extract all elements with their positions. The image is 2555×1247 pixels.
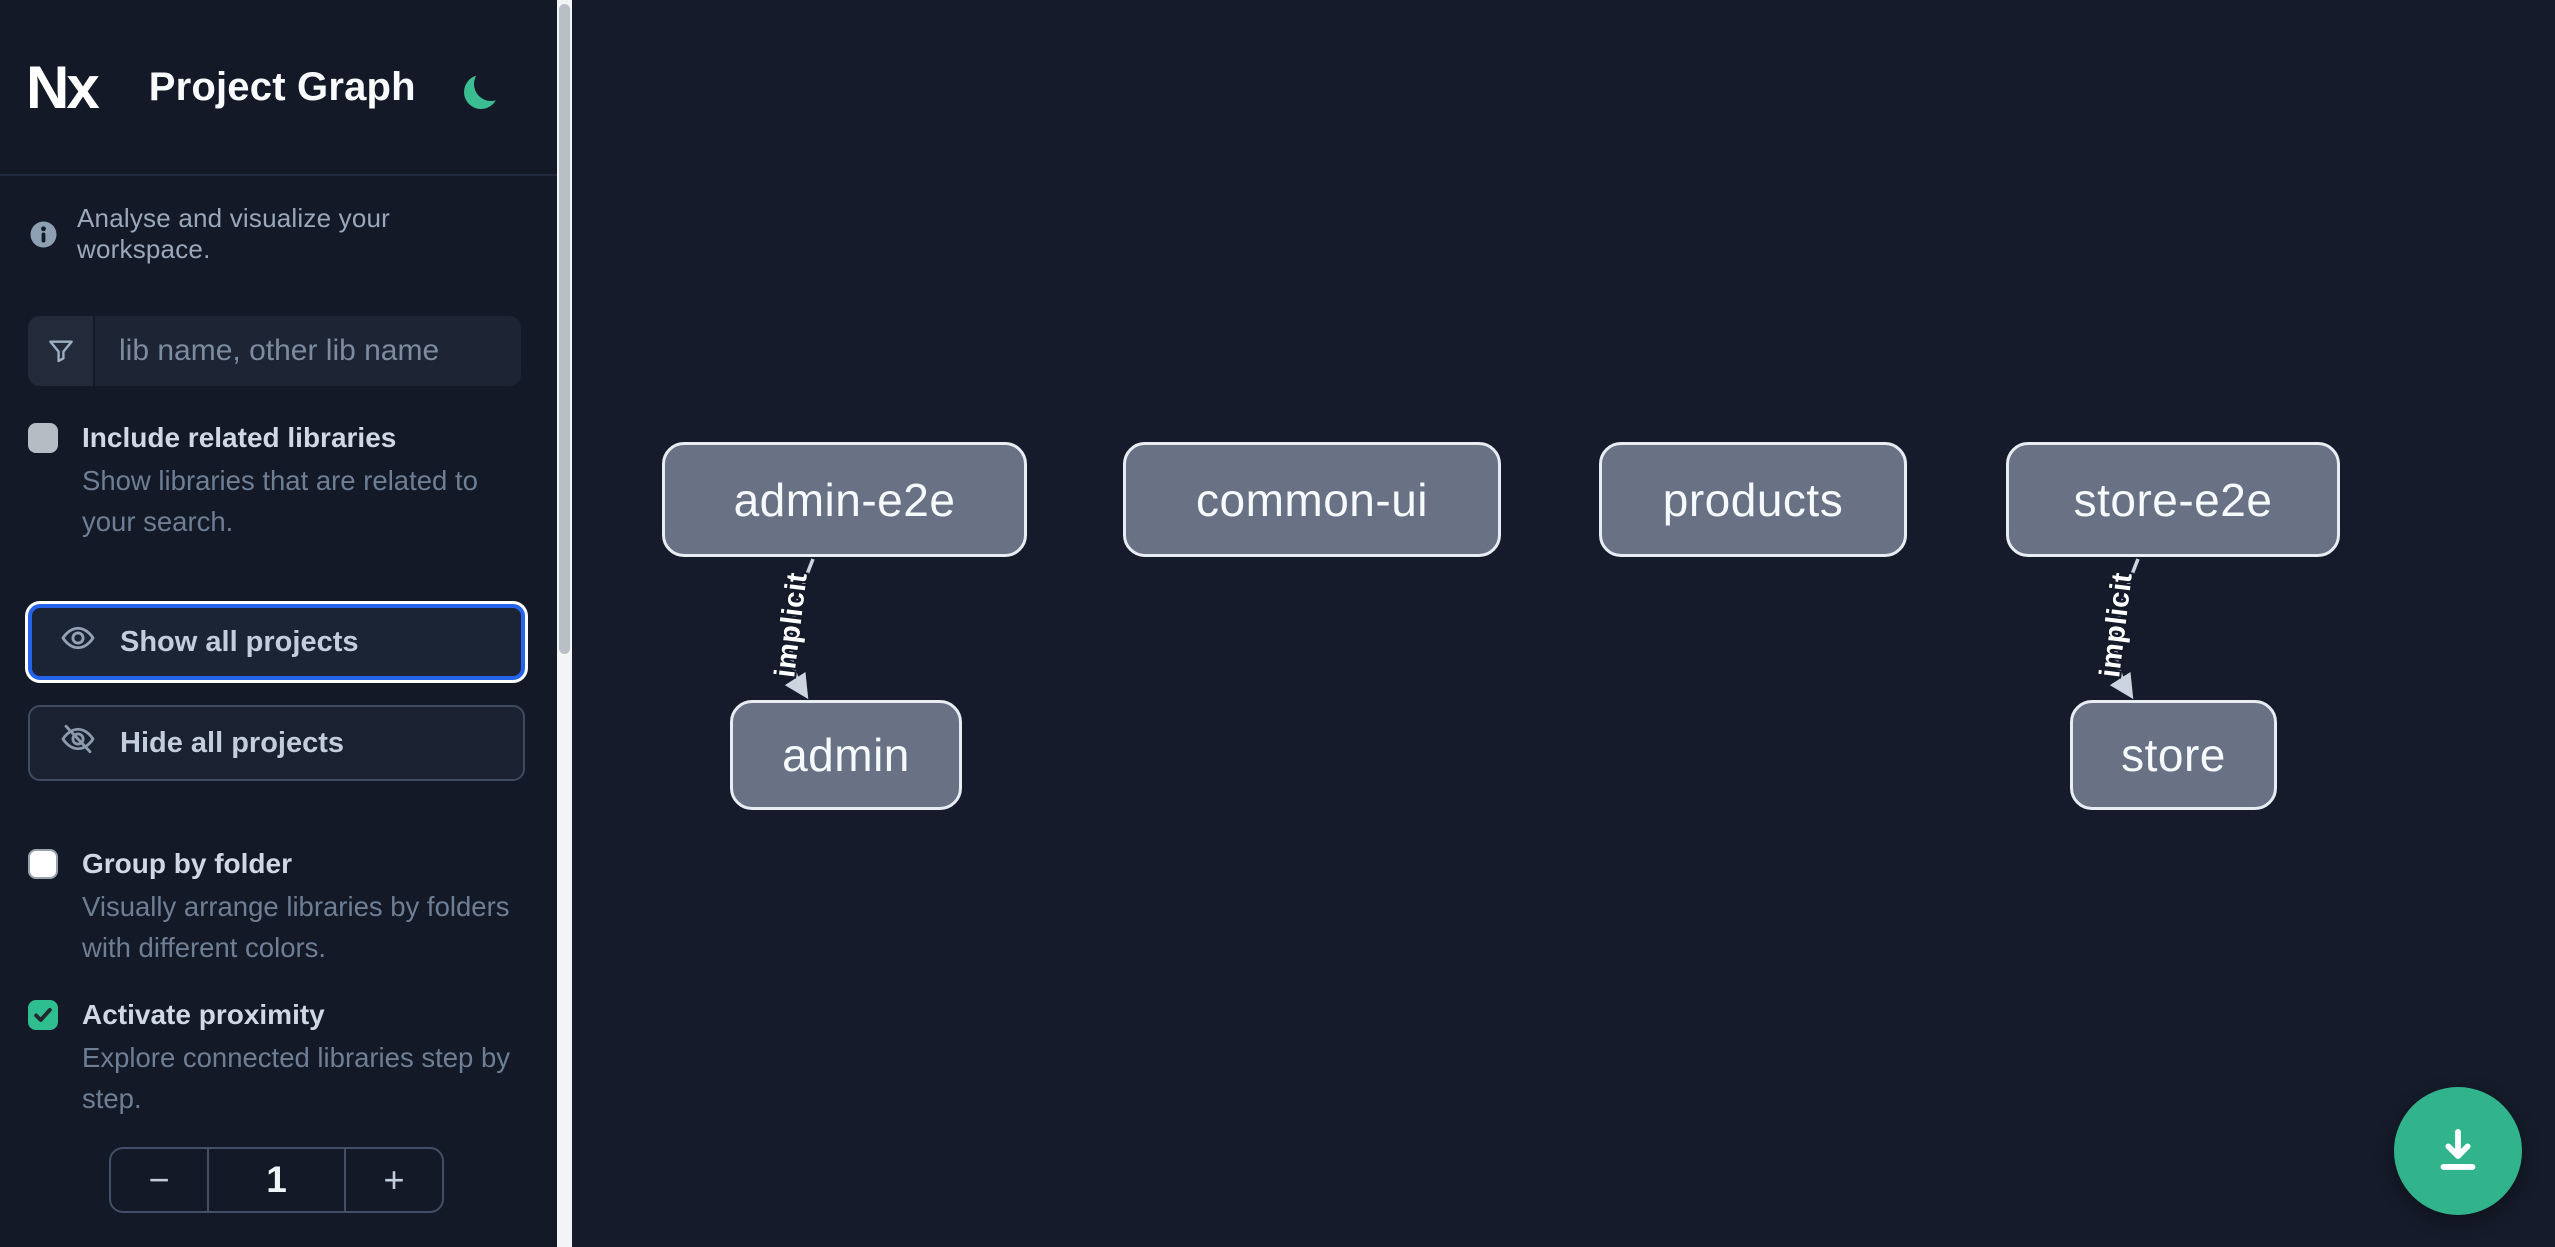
- option-description: Explore connected libraries step by step…: [82, 1042, 511, 1114]
- graph-node-store[interactable]: store: [2070, 700, 2277, 810]
- checkbox-activate-proximity[interactable]: [28, 1000, 58, 1030]
- show-all-projects-button[interactable]: Show all projects: [28, 604, 525, 680]
- stepper-decrease-button[interactable]: −: [111, 1149, 207, 1211]
- download-icon: [2429, 1121, 2487, 1182]
- info-row: Analyse and visualize your workspace.: [30, 203, 530, 265]
- checkbox-group-by-folder[interactable]: [28, 849, 58, 879]
- graph-node-admin-e2e[interactable]: admin-e2e: [662, 442, 1027, 557]
- graph-node-common-ui[interactable]: common-ui: [1123, 442, 1501, 557]
- eye-icon: [60, 620, 96, 664]
- theme-toggle-button[interactable]: [462, 65, 506, 109]
- eye-off-icon: [60, 721, 96, 765]
- download-graph-button[interactable]: [2394, 1087, 2522, 1215]
- proximity-depth-stepper: − 1 +: [109, 1147, 444, 1213]
- checkbox-include-related[interactable]: [28, 423, 58, 453]
- option-include-related: Include related libraries: [28, 422, 396, 454]
- graph-node-store-e2e[interactable]: store-e2e: [2006, 442, 2340, 557]
- hide-all-projects-label: Hide all projects: [120, 726, 345, 759]
- nx-logo: Nx: [26, 53, 100, 121]
- sidebar: Nx Project Graph Analyse and visualize y…: [0, 0, 557, 1247]
- edge-admin-e2e-admin: [784, 558, 815, 700]
- search-input[interactable]: [95, 316, 521, 386]
- info-text: Analyse and visualize your workspace.: [77, 203, 391, 264]
- stepper-value: 1: [207, 1149, 346, 1211]
- stepper-increase-button[interactable]: +: [346, 1149, 442, 1211]
- option-description: Show libraries that are related to your …: [82, 465, 478, 537]
- graph-node-products[interactable]: products: [1599, 442, 1907, 557]
- edge-store-e2e-store: [2109, 558, 2140, 700]
- option-label: Activate proximity: [82, 999, 325, 1030]
- option-activate-proximity: Activate proximity: [28, 999, 325, 1031]
- search-box: [28, 316, 521, 386]
- moon-icon: [474, 67, 508, 101]
- filter-icon: [28, 316, 95, 386]
- page-title: Project Graph: [148, 64, 416, 109]
- hide-all-projects-button[interactable]: Hide all projects: [28, 705, 525, 781]
- graph-edges: [784, 558, 2140, 700]
- graph-node-admin[interactable]: admin: [730, 700, 962, 810]
- show-all-projects-label: Show all projects: [120, 625, 359, 658]
- option-group-by-folder: Group by folder: [28, 848, 292, 880]
- option-description: Visually arrange libraries by folders wi…: [82, 891, 510, 963]
- sidebar-header: Nx Project Graph: [0, 0, 557, 176]
- info-icon: [30, 221, 57, 248]
- sidebar-scrollbar-thumb[interactable]: [559, 4, 570, 654]
- option-label: Include related libraries: [82, 422, 397, 453]
- checkmark-icon: [34, 1008, 52, 1022]
- option-label: Group by folder: [82, 848, 292, 879]
- project-graph-canvas[interactable]: implicit implicit admin-e2e common-ui pr…: [572, 0, 2555, 1247]
